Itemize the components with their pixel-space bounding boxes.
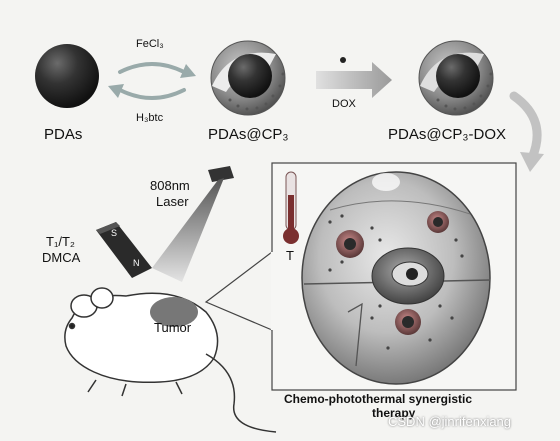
dox-label: DOX (332, 98, 356, 110)
fecl3-label: FeCl₃ (136, 38, 164, 50)
pdas-cp3-dox-particle (418, 40, 494, 116)
reversible-arrows (118, 62, 186, 100)
magnet-icon (96, 222, 152, 278)
laser-beam (152, 178, 224, 282)
therapy-label-line2: therapy (372, 406, 416, 420)
arrow-head-right (180, 64, 196, 78)
dox-arrow (316, 62, 392, 98)
magnet-s-label: S (111, 228, 118, 238)
therapy-label-line1: Chemo-photothermal synergistic (284, 392, 473, 406)
magnet-n-label: N (133, 258, 140, 268)
laser-device (152, 166, 234, 282)
pdas-cp3-dox-label: PDAs@CP₃-DOX (388, 126, 507, 143)
arrow-head-left (108, 84, 124, 98)
laser-label-line1: 808nm (150, 178, 190, 193)
pdas-cp3-particle (210, 40, 286, 116)
mri-label-line2: DMCA (42, 250, 81, 265)
pdas-sphere (35, 44, 99, 108)
callout-pointer (204, 250, 273, 331)
tumor-label: Tumor (154, 320, 192, 335)
mri-label-line1: T₁/T₂ (46, 234, 75, 249)
tumor-spot (150, 297, 198, 327)
curved-down-arrow (509, 91, 542, 163)
watermark: CSDN @jinrifenxiang (388, 414, 512, 429)
thermometer-icon (283, 171, 299, 244)
tumor-cell (301, 171, 491, 385)
pdas-cp3-label: PDAs@CP₃ (208, 126, 289, 143)
dox-dot (340, 57, 346, 63)
h3btc-label: H₃btc (136, 112, 164, 124)
curved-arrow-head (520, 152, 544, 172)
laser-label-line2: Laser (156, 194, 189, 209)
pdas-label: PDAs (44, 126, 83, 143)
thermometer-label: T (286, 248, 294, 263)
